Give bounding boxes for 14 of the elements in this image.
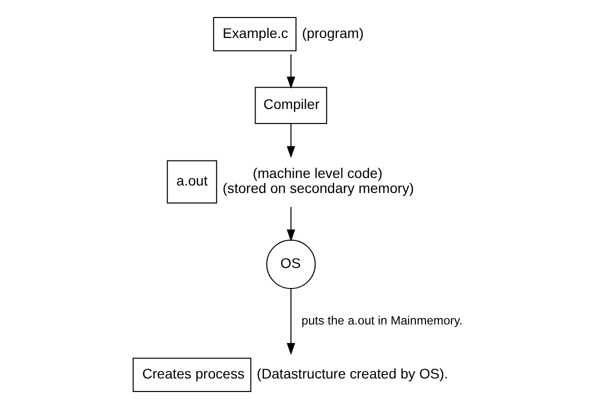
node-label: (Datastructure created by OS).: [256, 365, 448, 382]
edge-label: puts the a.out in Mainmemory.: [302, 313, 463, 328]
node-circle: OS: [266, 239, 316, 289]
arrow: [286, 123, 296, 158]
node-box: a.out: [166, 160, 218, 203]
node-box: Creates process: [132, 357, 252, 392]
node-label: (stored on secondary memory): [222, 180, 414, 196]
node-label: (machine level code): [252, 164, 382, 181]
node-label: (program): [302, 24, 364, 40]
node-box: Example.c: [213, 16, 296, 51]
arrow: [286, 288, 296, 355]
arrow: [286, 54, 296, 88]
node-box: Compiler: [254, 86, 328, 124]
arrow: [286, 206, 296, 242]
